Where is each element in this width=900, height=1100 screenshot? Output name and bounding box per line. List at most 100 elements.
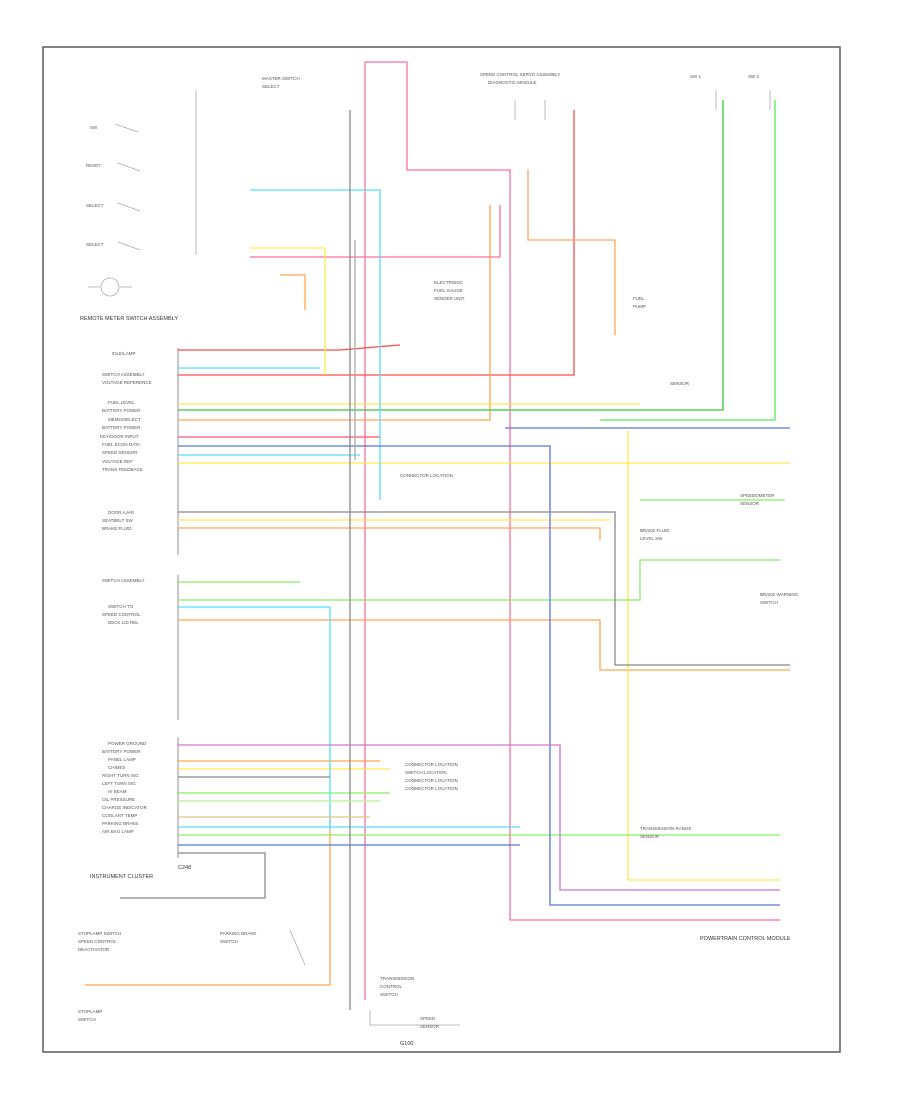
module-label-left: REMOTE METER SWITCH ASSEMBLY: [80, 316, 178, 322]
wire-red-d: [250, 205, 501, 258]
svg-text:SPEED CONTROL: SPEED CONTROL: [102, 612, 141, 617]
switch-cluster: [88, 90, 197, 297]
svg-text:SWITCH LOCATION: SWITCH LOCATION: [405, 770, 447, 775]
wire-gray-b: [178, 511, 790, 666]
wire-orange-a: [527, 170, 616, 335]
svg-text:CONNECTOR LOCATION: CONNECTOR LOCATION: [405, 778, 458, 783]
left-function-labels: IDLE/LAMP SWITCH ASSEMBLY VOLTAGE REFERE…: [100, 351, 152, 834]
svg-text:STOPLAMP: STOPLAMP: [78, 1009, 102, 1014]
svg-text:SWITCH ASSEMBLY: SWITCH ASSEMBLY: [102, 578, 145, 583]
svg-text:SW: SW: [90, 125, 98, 130]
svg-text:SENDER UNIT: SENDER UNIT: [434, 296, 465, 301]
svg-text:KEY/DOOR INPUT: KEY/DOOR INPUT: [100, 434, 139, 439]
svg-text:SW 1: SW 1: [690, 74, 701, 79]
svg-text:DIAGNOSTIC MODULE: DIAGNOSTIC MODULE: [488, 80, 537, 85]
svg-text:PARKING BRAKE: PARKING BRAKE: [220, 931, 256, 936]
svg-text:BRAKE WARNING: BRAKE WARNING: [760, 592, 799, 597]
wire-yellow-e: [627, 430, 780, 881]
svg-text:TRANS FEEDBACK: TRANS FEEDBACK: [102, 467, 143, 472]
svg-text:DECK LID REL: DECK LID REL: [108, 620, 139, 625]
top-labels: SPEED CONTROL SERVO ASSEMBLY DIAGNOSTIC …: [78, 72, 799, 1029]
svg-text:ELECTRONIC: ELECTRONIC: [434, 280, 464, 285]
wire-orange-d: [178, 527, 601, 540]
svg-text:SENSOR: SENSOR: [740, 501, 760, 506]
wire-gray-d: [120, 852, 266, 899]
wire-green-b: [600, 100, 776, 421]
svg-text:RESET: RESET: [86, 163, 101, 168]
svg-text:CHARGE INDICATOR: CHARGE INDICATOR: [102, 805, 148, 810]
svg-text:CONTROL: CONTROL: [380, 984, 402, 989]
svg-text:PANEL LAMP: PANEL LAMP: [108, 757, 136, 762]
wire-pink-top: [365, 61, 780, 921]
svg-text:HI BEAM: HI BEAM: [108, 789, 127, 794]
svg-text:IDLE/LAMP: IDLE/LAMP: [112, 351, 136, 356]
svg-text:SPEED CONTROL: SPEED CONTROL: [78, 939, 117, 944]
wire-red-top: [178, 110, 575, 376]
svg-text:PUMP: PUMP: [633, 304, 646, 309]
svg-text:SELECT: SELECT: [86, 242, 104, 247]
wire-orange-c: [178, 619, 790, 671]
wire-cyan-a: [250, 189, 381, 500]
svg-text:LEVEL SW: LEVEL SW: [640, 536, 663, 541]
svg-text:CONNECTOR LOCATION: CONNECTOR LOCATION: [405, 762, 458, 767]
svg-text:SWITCH: SWITCH: [78, 1017, 96, 1022]
module-label-bottom-right: POWERTRAIN CONTROL MODULE: [700, 936, 791, 942]
svg-text:CONNECTOR LOCATION: CONNECTOR LOCATION: [400, 473, 453, 478]
svg-text:SEATBELT SW: SEATBELT SW: [102, 518, 134, 523]
svg-text:BRAKE FLUID: BRAKE FLUID: [102, 526, 132, 531]
wire-cyan-d: [178, 606, 331, 830]
svg-text:POWER GROUND: POWER GROUND: [108, 741, 147, 746]
svg-text:FUEL LEVEL: FUEL LEVEL: [108, 400, 135, 405]
wire-orange-b: [178, 205, 491, 421]
svg-text:LEFT TURN SIG: LEFT TURN SIG: [102, 781, 136, 786]
svg-text:SPEEDOMETER: SPEEDOMETER: [740, 493, 775, 498]
wire-red-a: [178, 344, 401, 351]
svg-text:DEACTIVATOR: DEACTIVATOR: [78, 947, 110, 952]
diagram-frame: [42, 46, 841, 1053]
svg-text:DOOR AJAR: DOOR AJAR: [108, 510, 135, 515]
wires: [85, 61, 790, 1010]
svg-text:FUEL: FUEL: [633, 296, 645, 301]
svg-text:SWITCH: SWITCH: [220, 939, 238, 944]
svg-text:SWITCH ASSEMBLY: SWITCH ASSEMBLY: [102, 372, 145, 377]
svg-text:SWITCH: SWITCH: [380, 992, 398, 997]
svg-text:CONNECTOR LOCATION: CONNECTOR LOCATION: [405, 786, 458, 791]
ground-label: G100: [400, 1041, 413, 1047]
svg-text:AIR BAG LAMP: AIR BAG LAMP: [102, 829, 134, 834]
svg-text:BATTERY POWER: BATTERY POWER: [102, 408, 141, 413]
svg-text:RIGHT TURN SIG: RIGHT TURN SIG: [102, 773, 139, 778]
wire-blue-a: [178, 445, 780, 906]
svg-text:SENSOR: SENSOR: [670, 381, 690, 386]
svg-text:CHIMES: CHIMES: [108, 765, 126, 770]
cluster-label: INSTRUMENT CLUSTER: [90, 874, 153, 880]
svg-text:SPEED SENSOR: SPEED SENSOR: [102, 450, 138, 455]
svg-text:SWITCH TO: SWITCH TO: [108, 604, 134, 609]
svg-text:SWITCH: SWITCH: [760, 600, 778, 605]
svg-text:TRANSMISSION RANGE: TRANSMISSION RANGE: [640, 826, 692, 831]
svg-text:VOLTAGE REFERENCE: VOLTAGE REFERENCE: [102, 380, 152, 385]
svg-text:SELECT: SELECT: [86, 203, 104, 208]
svg-text:OIL PRESSURE: OIL PRESSURE: [102, 797, 135, 802]
svg-text:BATTERY POWER: BATTERY POWER: [102, 749, 141, 754]
svg-text:BATTERY POWER: BATTERY POWER: [102, 425, 141, 430]
top-right-components: [289, 90, 771, 1026]
wire-orange-e: [85, 810, 331, 986]
wire-purple: [178, 744, 780, 891]
svg-text:SPEED: SPEED: [420, 1016, 436, 1021]
wire-orange-g: [280, 274, 306, 310]
svg-text:VOLTAGE REF: VOLTAGE REF: [102, 459, 133, 464]
svg-text:PARKING BRAKE: PARKING BRAKE: [102, 821, 138, 826]
wire-green-a: [178, 100, 724, 411]
svg-text:SPEED CONTROL SERVO ASSEMBLY: SPEED CONTROL SERVO ASSEMBLY: [480, 72, 560, 77]
svg-text:FUEL ECON DATA: FUEL ECON DATA: [102, 442, 140, 447]
svg-text:BRAKE FLUID: BRAKE FLUID: [640, 528, 670, 533]
svg-text:SW 2: SW 2: [748, 74, 759, 79]
svg-text:SELECT: SELECT: [262, 84, 280, 89]
svg-text:COOLANT TEMP: COOLANT TEMP: [102, 813, 137, 818]
svg-text:FUEL GAUGE: FUEL GAUGE: [434, 288, 463, 293]
svg-text:TRANSMISSION: TRANSMISSION: [380, 976, 414, 981]
connector-c248: C248: [178, 865, 191, 871]
svg-text:MASTER SWITCH: MASTER SWITCH: [262, 76, 300, 81]
svg-text:SENSOR: SENSOR: [420, 1024, 440, 1029]
